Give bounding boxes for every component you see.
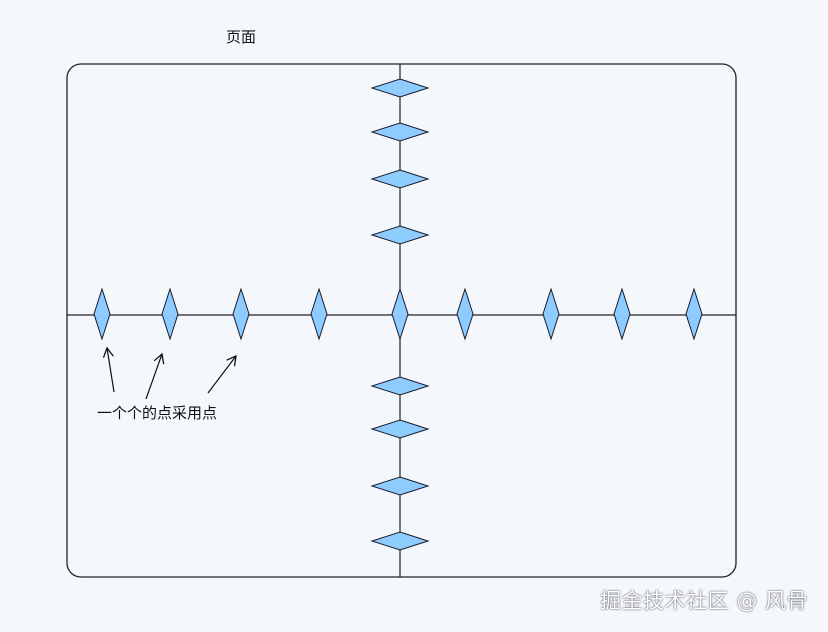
page-frame bbox=[66, 63, 737, 578]
page-title: 页面 bbox=[226, 28, 257, 46]
point-diamond bbox=[370, 78, 430, 98]
point-diamond bbox=[456, 287, 474, 341]
point-diamond bbox=[93, 287, 111, 341]
annotation-arrow bbox=[102, 346, 115, 393]
point-diamond bbox=[613, 287, 631, 341]
point-diamond bbox=[391, 287, 409, 341]
point-diamond bbox=[685, 287, 703, 341]
point-diamond bbox=[370, 531, 430, 551]
point-diamond bbox=[232, 287, 250, 341]
point-diamond bbox=[370, 169, 430, 189]
point-diamond bbox=[542, 287, 560, 341]
horizontal-dots bbox=[93, 287, 703, 341]
annotation-arrow bbox=[145, 352, 165, 400]
watermark: 掘金技术社区 @ 风骨 bbox=[600, 589, 808, 613]
annotation-label: 一个个的点采用点 bbox=[97, 404, 218, 422]
point-diamond bbox=[370, 122, 430, 142]
vertical-dots bbox=[370, 78, 430, 551]
point-diamond bbox=[370, 419, 430, 439]
annotation-arrow bbox=[207, 354, 237, 394]
point-diamond bbox=[310, 287, 328, 341]
point-diamond bbox=[370, 376, 430, 396]
point-diamond bbox=[370, 225, 430, 245]
annotation-arrows bbox=[102, 346, 237, 400]
point-diamond bbox=[161, 287, 179, 341]
point-diamond bbox=[370, 476, 430, 496]
